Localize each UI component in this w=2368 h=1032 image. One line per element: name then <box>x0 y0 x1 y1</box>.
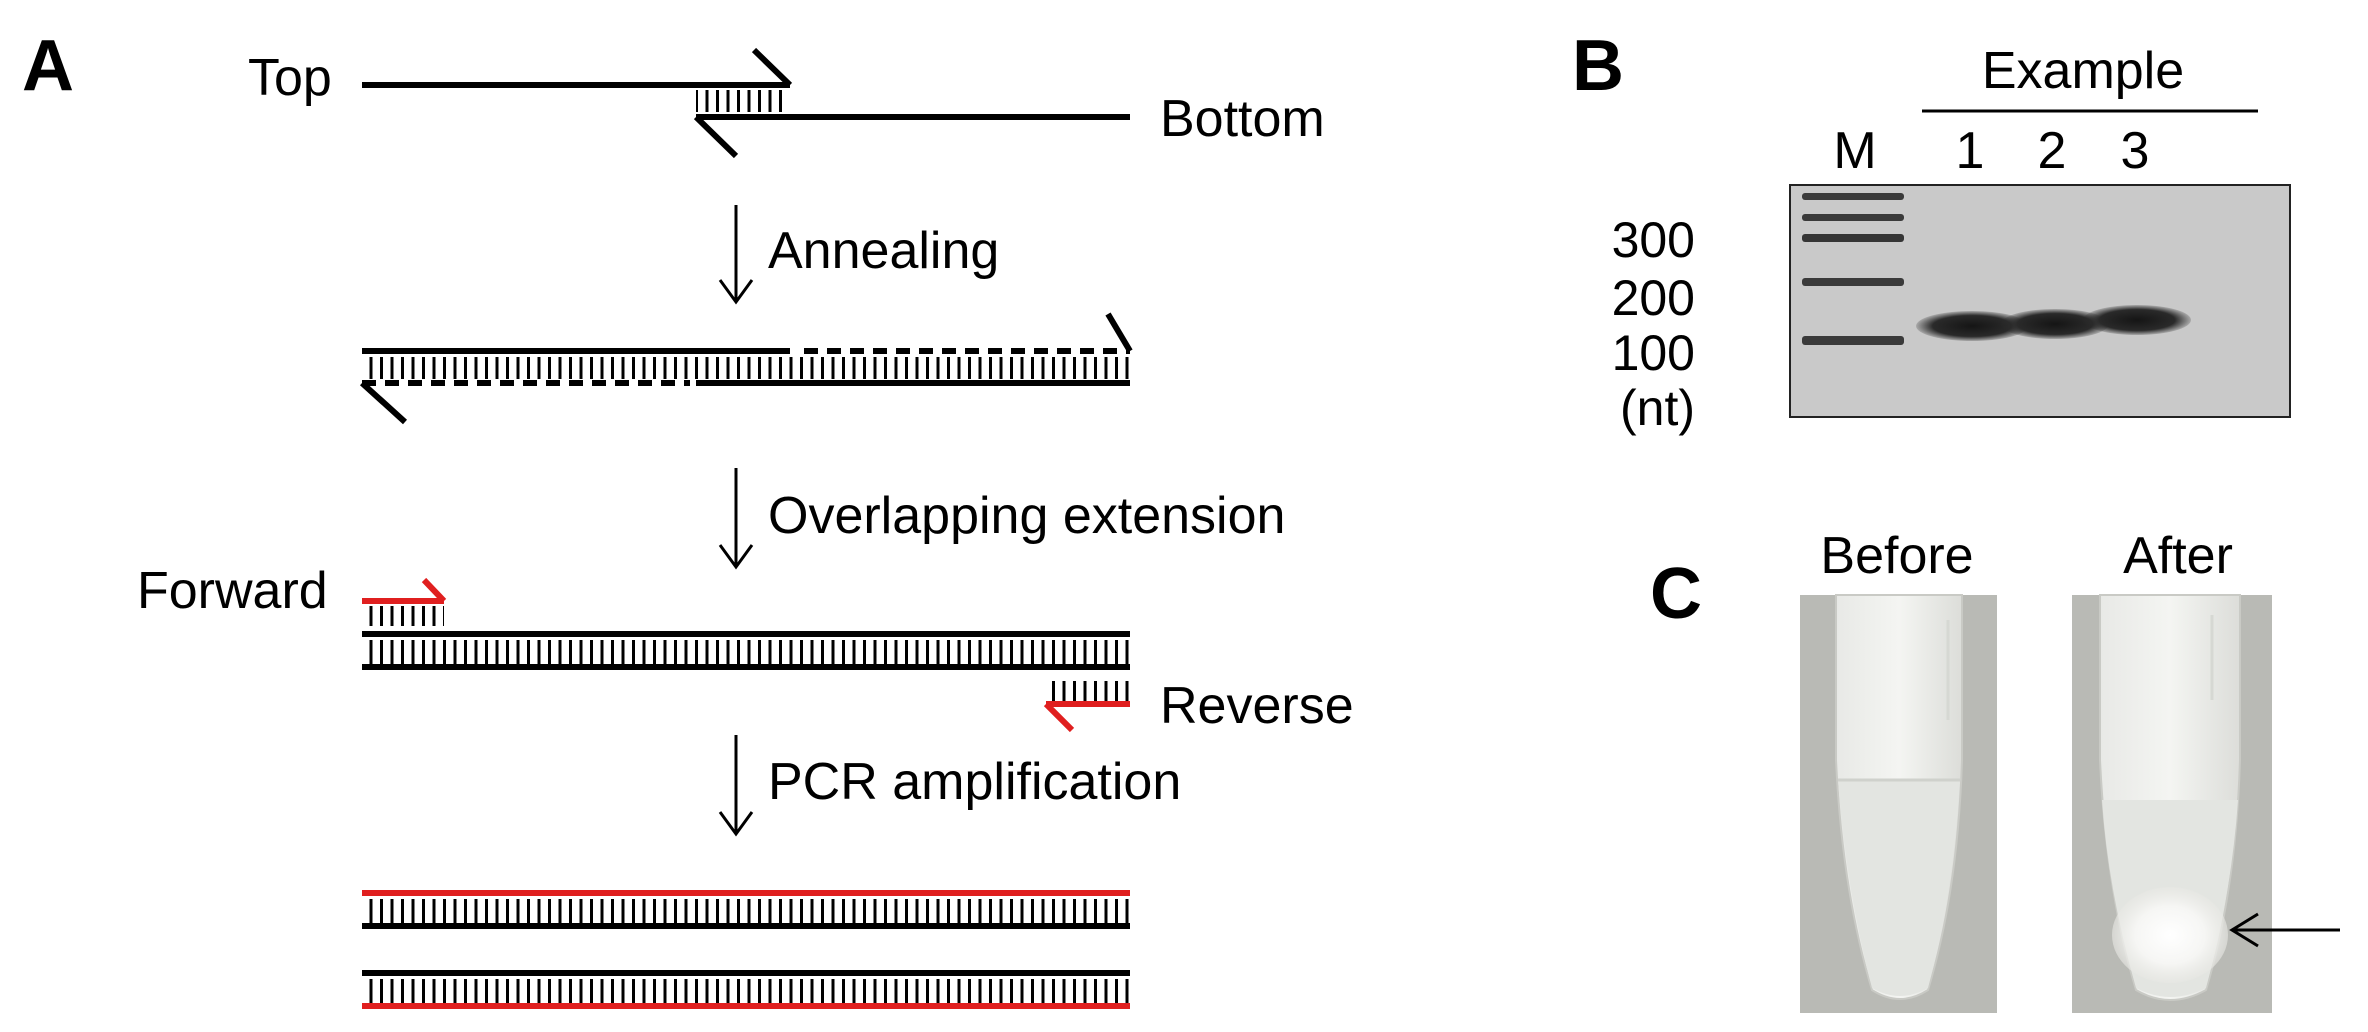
forward-primer-base-pairs <box>362 606 444 626</box>
step-label: Annealing <box>768 222 999 280</box>
product-1-base-pairs <box>362 899 1130 923</box>
gel-background <box>1789 184 2291 418</box>
after-tube-photo <box>2072 594 2272 1013</box>
forward-primer-label: Forward <box>137 562 328 620</box>
after-label: After <box>2123 527 2233 585</box>
lane-label-1: 1 <box>1956 122 1985 180</box>
ladder-band <box>1802 336 1904 345</box>
size-unit: (nt) <box>1620 380 1695 436</box>
forward-primer-arrowhead <box>421 577 447 604</box>
down-arrow-icon <box>718 544 754 570</box>
top-arrowhead <box>1105 312 1133 353</box>
top-strand-label: Top <box>248 49 332 107</box>
ladder-band <box>1802 234 1904 242</box>
step-annealing: Annealing <box>718 205 999 305</box>
stage-amplified-products <box>362 890 1130 1009</box>
size-tick-200: 200 <box>1612 270 1695 326</box>
step-overlapping-extension: Overlapping extension <box>718 468 1285 570</box>
sample-band-3 <box>2083 305 2191 335</box>
sample-band-1 <box>1916 311 2028 341</box>
size-tick-300: 300 <box>1612 212 1695 268</box>
panel-a: A Top Bottom Annealing <box>22 26 1354 1009</box>
top-strand-arrowhead <box>751 47 793 88</box>
base-pairs <box>362 640 1130 664</box>
ladder-band <box>1802 278 1904 286</box>
precipitate-pellet <box>2112 887 2228 983</box>
down-arrow-icon <box>718 811 754 837</box>
panel-b: B Example M 1 2 3 300 200 100 (nt) <box>1572 26 2291 436</box>
reverse-primer-label: Reverse <box>1160 677 1354 735</box>
step-label: PCR amplification <box>768 753 1181 811</box>
step-pcr-amplification: PCR amplification <box>718 735 1181 837</box>
bottom-arrowhead <box>359 380 408 425</box>
before-label: Before <box>1820 527 1973 585</box>
size-tick-100: 100 <box>1612 325 1695 381</box>
panel-c: C Before After <box>1650 527 2340 1013</box>
pellet-arrow <box>2229 912 2340 948</box>
stage-annealed <box>359 312 1133 425</box>
lane-label-3: 3 <box>2121 122 2150 180</box>
overlap-base-pairs <box>696 90 788 112</box>
reverse-primer-base-pairs <box>1046 681 1130 701</box>
bottom-strand-arrowhead <box>693 114 739 159</box>
base-pairs <box>362 357 1130 379</box>
lane-label-2: 2 <box>2038 122 2067 180</box>
stage-duplex-primers: Forward Reverse <box>137 562 1354 735</box>
sample-band-2 <box>2001 309 2109 339</box>
tube-liquid <box>1838 780 1960 996</box>
step-label: Overlapping extension <box>768 487 1285 545</box>
ladder-band <box>1802 214 1904 221</box>
panel-c-label: C <box>1650 554 1702 634</box>
lane-label-marker: M <box>1833 122 1876 180</box>
bottom-strand-label: Bottom <box>1160 90 1325 148</box>
panel-a-label: A <box>22 26 74 106</box>
gel-image <box>1789 184 2291 418</box>
panel-b-label: B <box>1572 26 1624 106</box>
left-arrow-icon <box>2229 912 2259 948</box>
ladder-band <box>1802 193 1904 200</box>
before-tube-photo <box>1800 594 1997 1013</box>
product-2-base-pairs <box>362 979 1130 1003</box>
example-header: Example <box>1982 42 2184 100</box>
reverse-primer-arrowhead <box>1043 701 1075 733</box>
stage-oligos: Top Bottom <box>248 47 1325 159</box>
down-arrow-icon <box>718 279 754 305</box>
